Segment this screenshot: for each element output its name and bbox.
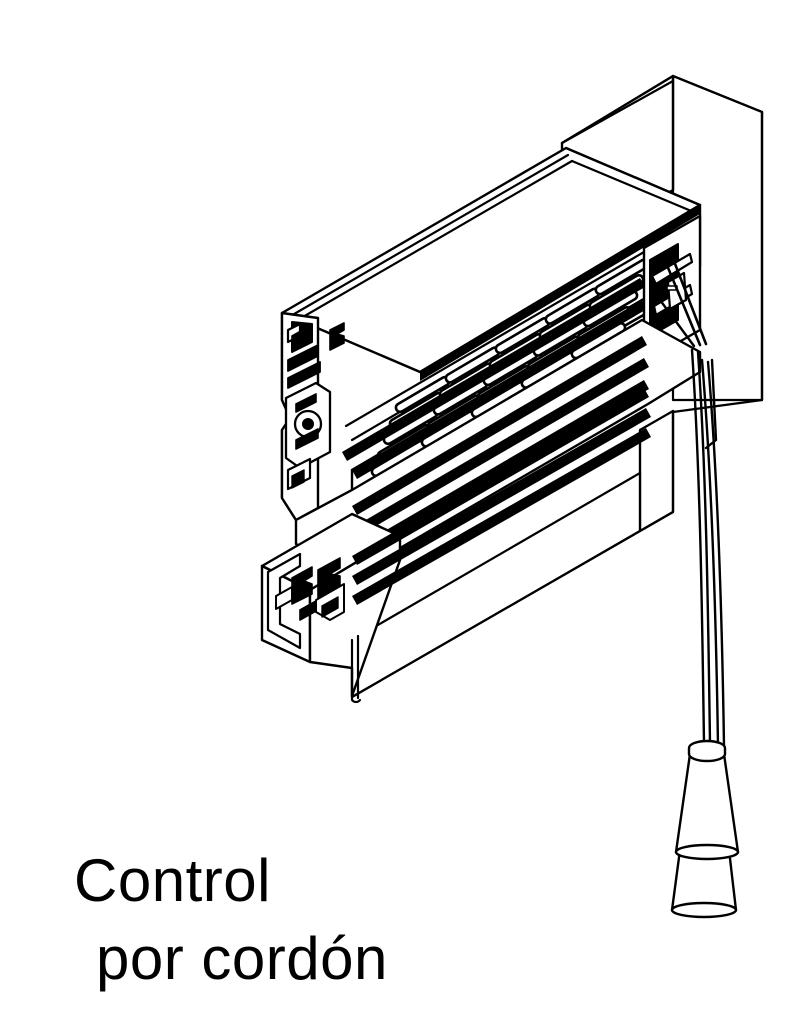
head-rail-dark-gap [420,205,700,381]
bottom-rail-cross-section [266,552,345,650]
head-rail-cross-section [280,311,345,522]
caption-block: Control por cordón [74,842,594,998]
lower-panel-edge [350,634,362,704]
caption-line-1: Control [74,847,271,914]
head-rail-top-relief [287,146,702,323]
cord-tassels [670,739,740,919]
cord-lock-mechanism [642,214,708,364]
control-cords [690,348,726,748]
caption-line-2: por cordón [96,925,388,992]
bottom-rail-relief [352,388,651,605]
